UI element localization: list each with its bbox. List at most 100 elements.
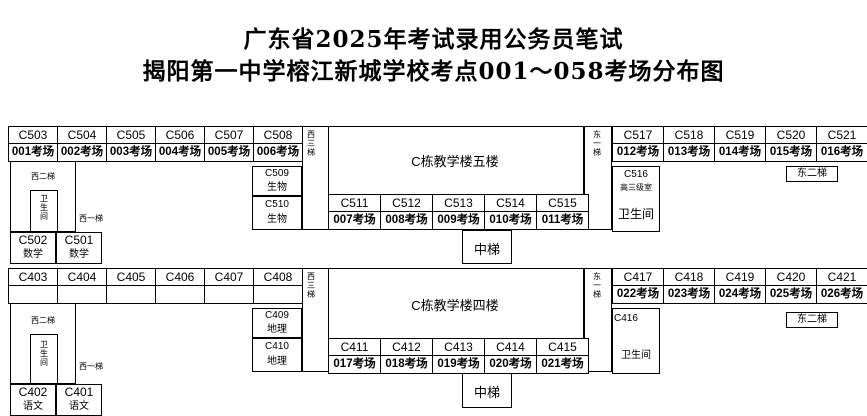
exam-room-label: 010考场: [489, 214, 532, 226]
title-line-2: 揭阳第一中学榕江新城学校考点001～058考场分布图: [142, 58, 725, 85]
hall-label-4: C栋教学楼四楼: [411, 298, 499, 313]
room-cell: C507 005考场: [204, 126, 254, 162]
room-cell: C508 006考场: [253, 126, 303, 162]
room-c410: C410 地理: [252, 338, 302, 372]
room-cell: C408: [253, 268, 303, 304]
wc-left-5: [30, 190, 58, 232]
exam-room-label: 016考场: [820, 146, 864, 158]
west-stair2-4-label: 西二梯: [31, 316, 55, 325]
wc-left-4-label: 卫生间: [40, 340, 48, 367]
room-number: C515: [537, 195, 588, 212]
exam-room-label: 008考场: [385, 214, 428, 226]
room-c501: C501 数学: [56, 232, 102, 264]
west-stair2-5-label: 西二梯: [31, 172, 55, 181]
room-number: C506: [156, 127, 204, 144]
exam-room-label: 013考场: [667, 146, 711, 158]
east-stair-5-label: 东一梯: [593, 130, 601, 157]
west-stair2-5-box: [30, 170, 56, 184]
hall-5: [328, 126, 584, 194]
hall-4: [328, 268, 584, 338]
room-number: C418: [664, 269, 714, 286]
room-cell: C419 024考场: [714, 268, 766, 304]
east-stair2-5: [786, 166, 838, 182]
east-stair-4-label: 东一梯: [593, 272, 601, 299]
room-number: C419: [715, 269, 765, 286]
east-stair2-4-label: 东二梯: [797, 314, 827, 325]
room-cell: C405: [106, 268, 156, 304]
room-number: C505: [107, 127, 155, 144]
exam-room-label: 025考场: [769, 288, 813, 300]
room-c509: C509 生物: [252, 166, 302, 196]
room-cell: C414 020考场: [484, 338, 537, 374]
east-stair2-4: [786, 312, 838, 328]
room-number: C414: [485, 339, 536, 356]
room-number: C421: [817, 269, 867, 286]
west-stair1-5-label: 西一梯: [79, 214, 103, 223]
room-cell: C513 009考场: [432, 194, 485, 230]
exam-room-label: 009考场: [437, 214, 480, 226]
exam-room-label: 017考场: [333, 358, 376, 370]
exam-room-label: 023考场: [667, 288, 711, 300]
room-c516-subject: 高三级室: [620, 183, 652, 192]
room-cell: C515 011考场: [536, 194, 589, 230]
exam-room-label: 019考场: [437, 358, 480, 370]
room-c409: C409 地理: [252, 308, 302, 338]
exam-room-label: 021考场: [541, 358, 584, 370]
exam-room-label: 014考场: [718, 146, 762, 158]
wc-right-4-label: 卫生间: [621, 350, 651, 361]
mid-stair-5: [462, 230, 512, 264]
room-number: C412: [381, 339, 432, 356]
exam-room-label: 011考场: [541, 214, 584, 226]
room-number: C507: [205, 127, 253, 144]
west-stair-4-label: 西三梯: [307, 272, 315, 299]
east-stair2-5-label: 东二梯: [797, 168, 827, 179]
room-number: C404: [58, 269, 106, 286]
room-number: C408: [254, 269, 302, 286]
room-cell: C406: [155, 268, 205, 304]
room-cell: C521 016考场: [816, 126, 867, 162]
room-number: C403: [9, 269, 57, 286]
room-number: C417: [613, 269, 663, 286]
room-c510: C510 生物: [252, 196, 302, 230]
room-cell: C413 019考场: [432, 338, 485, 374]
right-wing-5: [612, 166, 660, 232]
exam-room-label: 024考场: [718, 288, 762, 300]
room-c516: C516: [624, 169, 648, 180]
exam-room-label: 006考场: [256, 146, 300, 158]
exam-room-label: 020考场: [489, 358, 532, 370]
room-c402: C402 语文: [10, 384, 56, 416]
room-cell: C417 022考场: [612, 268, 664, 304]
room-number: C513: [433, 195, 484, 212]
room-cell: C407: [204, 268, 254, 304]
exam-room-label: 022考场: [616, 288, 660, 300]
exam-room-label: 001考场: [11, 146, 55, 158]
right-wing-4: [612, 308, 660, 374]
room-number: C415: [537, 339, 588, 356]
room-number: C508: [254, 127, 302, 144]
hall-label-5: C栋教学楼五楼: [411, 154, 499, 169]
wc-right-5-label: 卫生间: [617, 207, 654, 221]
exam-room-label: 026考场: [820, 288, 864, 300]
room-c416: C416: [614, 313, 638, 324]
exam-room-label: 002考场: [60, 146, 104, 158]
wc-left-4: [30, 334, 58, 384]
room-number: C413: [433, 339, 484, 356]
room-number: C511: [329, 195, 380, 212]
mid-stair-5-label: 中梯: [473, 242, 500, 257]
exam-room-label: 012考场: [616, 146, 660, 158]
room-c502: C502 数学: [10, 232, 56, 264]
room-number: C503: [9, 127, 57, 144]
room-number: C420: [766, 269, 816, 286]
room-number: C521: [817, 127, 867, 144]
exam-room-label: 005考场: [207, 146, 251, 158]
room-number: C407: [205, 269, 253, 286]
